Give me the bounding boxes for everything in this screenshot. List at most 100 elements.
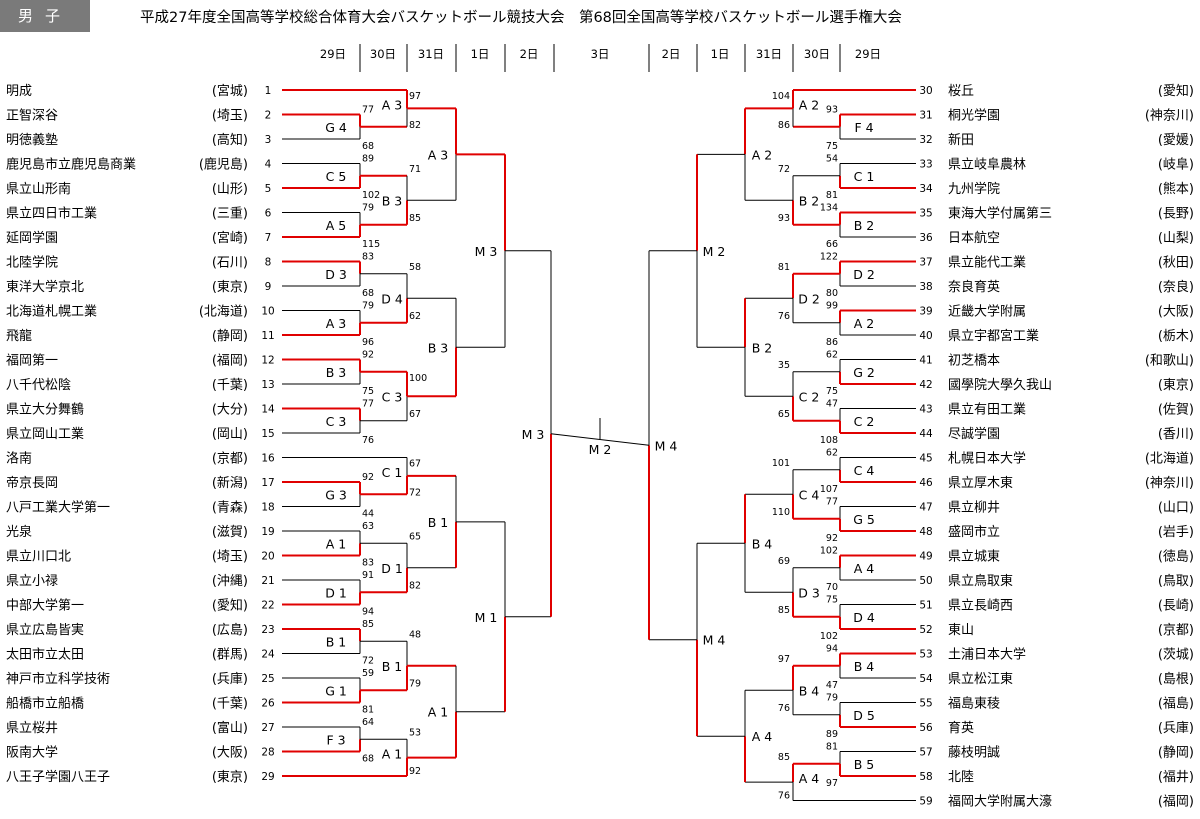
game-score: 102 [820, 631, 838, 642]
game-score: 76 [778, 311, 790, 322]
team-name: 県立有田工業 [948, 402, 1026, 418]
seed-number: 36 [919, 232, 933, 244]
game-label: D 1 [381, 561, 403, 576]
team-prefecture: (愛知) [1158, 83, 1194, 99]
team-prefecture: (福岡) [212, 354, 248, 369]
seed-number: 22 [261, 600, 274, 612]
seed-number: 13 [261, 379, 274, 391]
game-label: G 4 [325, 120, 347, 135]
game-label: A 3 [428, 147, 448, 162]
game-score: 72 [778, 164, 790, 175]
game-label: M 1 [475, 610, 498, 625]
team-name: 県立鳥取東 [948, 573, 1013, 589]
game-label: C 2 [799, 389, 820, 404]
game-label: M 3 [475, 244, 498, 259]
game-score: 82 [409, 120, 421, 131]
team-name: 県立四日市工業 [6, 206, 97, 222]
team-name: 桜丘 [948, 84, 974, 99]
game-score: 72 [409, 487, 421, 498]
seed-number: 23 [261, 624, 274, 636]
game-score: 94 [362, 607, 374, 618]
game-score: 66 [826, 239, 838, 250]
game-label: A 4 [799, 771, 820, 786]
game-label: D 3 [325, 267, 347, 282]
seed-number: 42 [919, 379, 932, 391]
seed-number: 5 [265, 183, 272, 195]
game-label: B 1 [326, 634, 347, 649]
seed-number: 29 [261, 771, 274, 783]
team-name: 県立広島皆実 [6, 622, 84, 638]
team-prefecture: (愛知) [212, 598, 248, 614]
seed-number: 54 [919, 673, 933, 685]
team-prefecture: (石川) [212, 256, 248, 271]
game-label: G 1 [325, 683, 347, 698]
game-score: 97 [409, 91, 421, 102]
team-name: 東海大学付属第三 [948, 206, 1052, 222]
team-name: 八王子学園八王子 [6, 769, 110, 785]
game-score: 101 [772, 458, 790, 469]
game-score: 81 [362, 705, 374, 716]
seed-number: 59 [919, 796, 932, 808]
team-name: 県立能代工業 [948, 255, 1026, 271]
game-label: B 2 [799, 193, 820, 208]
team-prefecture: (広島) [212, 623, 248, 638]
team-name: 日本航空 [948, 230, 1000, 246]
team-prefecture: (富山) [212, 720, 248, 736]
seed-number: 19 [261, 526, 274, 538]
team-prefecture: (北海道) [199, 305, 248, 320]
game-score: 59 [362, 668, 374, 679]
team-name: 阪南大学 [6, 745, 58, 761]
game-label: D 4 [853, 610, 875, 625]
game-score: 93 [826, 105, 838, 116]
game-score: 47 [826, 399, 838, 410]
final-label: M 2 [589, 442, 612, 457]
seed-number: 38 [919, 281, 932, 293]
seed-number: 18 [261, 502, 274, 514]
team-name: 県立宇都宮工業 [948, 328, 1039, 344]
team-prefecture: (東京) [1158, 377, 1194, 393]
game-score: 92 [826, 533, 838, 544]
team-name: 東山 [948, 622, 974, 638]
game-score: 99 [826, 301, 838, 312]
game-score: 122 [820, 252, 838, 263]
team-prefecture: (熊本) [1158, 181, 1194, 197]
team-name: 九州学院 [948, 181, 1000, 197]
game-score: 107 [820, 484, 838, 495]
game-label: A 2 [854, 316, 874, 331]
team-prefecture: (三重) [212, 206, 248, 222]
team-prefecture: (宮城) [212, 83, 248, 99]
game-label: C 5 [326, 169, 347, 184]
game-label: G 3 [325, 487, 347, 502]
game-label: M 3 [522, 427, 545, 442]
seed-number: 53 [919, 649, 932, 661]
game-label: A 4 [854, 561, 875, 576]
game-score: 62 [409, 311, 421, 322]
seed-number: 40 [919, 330, 932, 342]
date-label: 2日 [520, 47, 539, 61]
team-prefecture: (山口) [1158, 501, 1194, 516]
team-prefecture: (高知) [212, 132, 248, 148]
seed-number: 39 [919, 306, 932, 318]
game-score: 102 [362, 190, 380, 201]
seed-number: 52 [919, 624, 932, 636]
seed-number: 43 [919, 404, 932, 416]
game-score: 110 [772, 507, 790, 518]
seed-number: 34 [919, 183, 933, 195]
team-name: 船橋市立船橋 [6, 696, 84, 712]
seed-number: 58 [919, 771, 932, 783]
game-label: A 1 [428, 705, 448, 720]
game-score: 92 [409, 766, 421, 777]
date-label: 30日 [804, 47, 830, 61]
game-score: 68 [362, 288, 374, 299]
team-name: 近畿大学附属 [948, 304, 1026, 320]
date-label: 30日 [370, 47, 396, 61]
team-prefecture: (沖縄) [212, 574, 248, 589]
game-score: 77 [362, 399, 374, 410]
game-score: 58 [409, 262, 421, 273]
seed-number: 26 [261, 698, 275, 710]
team-name: 中部大学第一 [6, 598, 84, 614]
game-score: 134 [820, 203, 838, 214]
game-score: 47 [826, 680, 838, 691]
game-label: C 4 [799, 487, 820, 502]
game-score: 86 [778, 120, 790, 131]
